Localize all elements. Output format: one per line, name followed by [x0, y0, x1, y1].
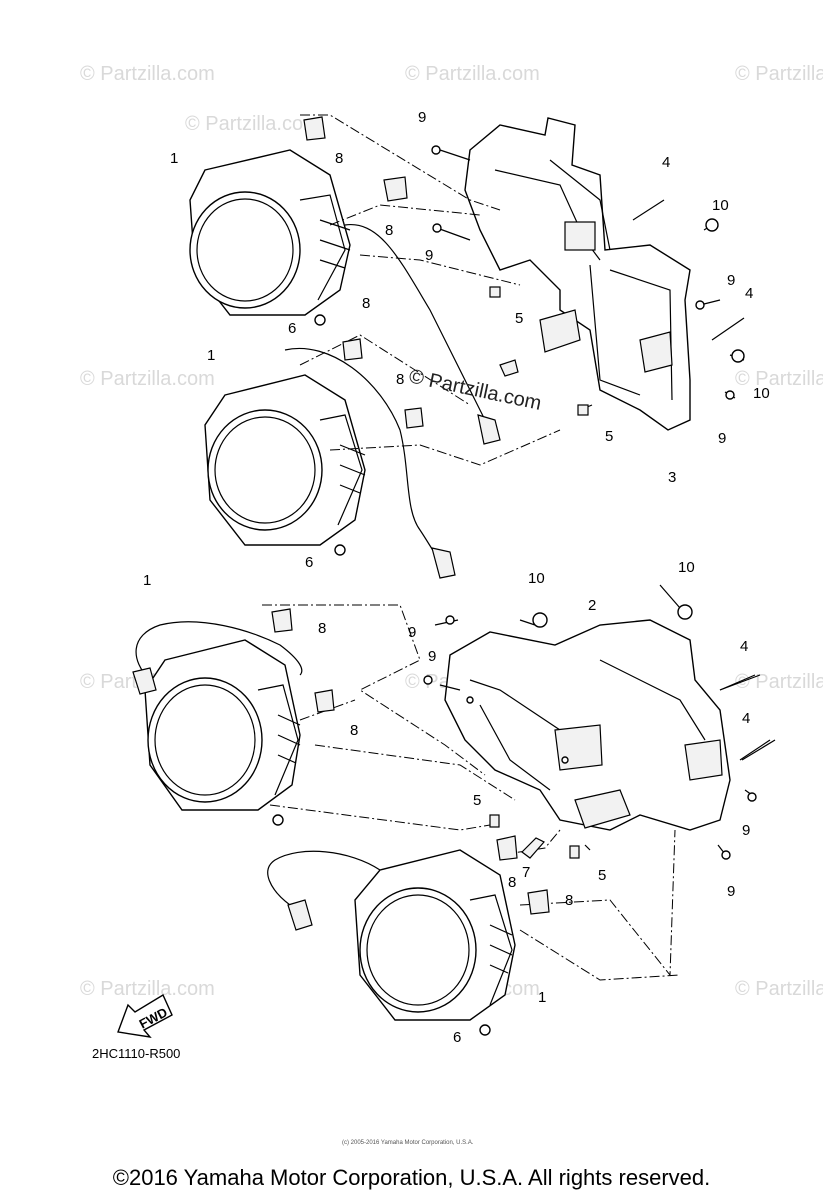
hardware-bottom [271, 604, 776, 1036]
callout-label: 5 [473, 792, 481, 809]
callout-label: 8 [385, 222, 393, 239]
watermark: © Partzilla.com [80, 978, 215, 1000]
callout-label: 9 [425, 247, 433, 264]
callout-label: 9 [742, 822, 750, 839]
callout-label: 4 [745, 285, 753, 302]
bracket-2 [444, 619, 731, 831]
callout-label: 10 [528, 570, 545, 587]
callout-label: 8 [362, 295, 370, 312]
callout-label: 10 [678, 559, 695, 576]
callout-label: 5 [515, 310, 523, 327]
headlight-1-top-left [189, 149, 501, 445]
callout-label: 10 [712, 197, 729, 214]
diagram-code: 2HC1110-R500 [92, 1046, 180, 1061]
callout-label: 8 [350, 722, 358, 739]
bottom-leaders [262, 584, 771, 981]
callout-label: 1 [207, 347, 215, 364]
headlight-1-bottom-right [267, 849, 516, 1021]
callout-label: 9 [408, 624, 416, 641]
callout-label: 1 [170, 150, 178, 167]
callout-label: 4 [742, 710, 750, 727]
callout-label: 1 [143, 572, 151, 589]
watermark: © Partzilla.com [735, 671, 823, 693]
callout-label: 8 [508, 874, 516, 891]
callout-label: 6 [305, 554, 313, 571]
watermark: © Partzilla.com [405, 63, 540, 85]
watermark: © Partzilla.com [80, 368, 215, 390]
watermark: © Partzilla.com [735, 63, 823, 85]
callout-label: 9 [727, 883, 735, 900]
callout-label: 6 [453, 1029, 461, 1046]
callout-label: 9 [418, 109, 426, 126]
watermark: © Partzilla.com [185, 113, 320, 135]
callout-label: 1 [538, 989, 546, 1006]
center-watermark: © Partzilla.com [407, 365, 543, 415]
fwd-arrow-icon: FWD [117, 993, 173, 1038]
callout-labels: 1 8 8 6 8 9 9 5 4 10 9 4 1 8 6 5 10 9 3 … [143, 109, 770, 1046]
callout-label: 3 [668, 469, 676, 486]
callout-label: 5 [598, 867, 606, 884]
callout-label: 8 [318, 620, 326, 637]
watermark: © Partzilla.com [735, 978, 823, 1000]
copyright-footer: ©2016 Yamaha Motor Corporation, U.S.A. A… [112, 1165, 711, 1190]
callout-label: 4 [740, 638, 748, 655]
callout-label: 6 [288, 320, 296, 337]
bracket-3 [464, 117, 691, 431]
tiny-notice: (c) 2005-2016 Yamaha Motor Corporation, … [342, 1140, 474, 1146]
headlight-1-middle [204, 347, 456, 579]
watermark: © Partzilla.com [735, 368, 823, 390]
watermark: © Partzilla.com [80, 63, 215, 85]
callout-label: 10 [753, 385, 770, 402]
callout-label: 8 [565, 892, 573, 909]
callout-label: 4 [662, 154, 670, 171]
callout-label: 8 [335, 150, 343, 167]
callout-label: 9 [727, 272, 735, 289]
headlight-1-bottom-left [132, 621, 303, 811]
callout-label: 2 [588, 597, 596, 614]
callout-label: 8 [396, 371, 404, 388]
hardware-top [303, 116, 745, 556]
callout-label: 7 [522, 864, 530, 881]
callout-label: 5 [605, 428, 613, 445]
callout-label: 9 [428, 648, 436, 665]
callout-label: 9 [718, 430, 726, 447]
